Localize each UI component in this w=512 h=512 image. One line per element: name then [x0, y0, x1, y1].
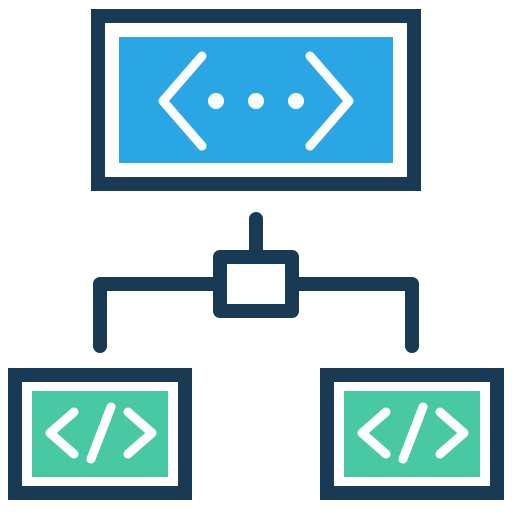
ellipsis-dot-1	[208, 93, 224, 109]
left-code-window-icon	[8, 368, 192, 500]
connector-node-icon	[93, 212, 419, 353]
right-tag-open-bracket	[357, 407, 391, 459]
right-tag-slash	[398, 402, 428, 464]
left-html-tag-icon	[45, 402, 157, 464]
ellipsis-dot-3	[288, 93, 304, 109]
ellipsis-dot-2	[248, 93, 264, 109]
top-window-icon	[91, 9, 421, 191]
right-tag-close-bracket	[435, 407, 469, 459]
right-code-window-icon	[320, 368, 504, 500]
left-angle-bracket	[158, 51, 207, 151]
left-tag-slash	[86, 402, 116, 464]
left-tag-open-bracket	[45, 407, 79, 459]
right-html-tag-icon	[357, 402, 469, 464]
left-tag-close-bracket	[123, 407, 157, 459]
connector-node-box	[213, 250, 299, 318]
connector-left-branch	[93, 277, 227, 353]
ellipsis-code-icon	[158, 51, 354, 151]
connector-right-branch	[285, 277, 419, 353]
right-angle-bracket	[305, 51, 354, 151]
